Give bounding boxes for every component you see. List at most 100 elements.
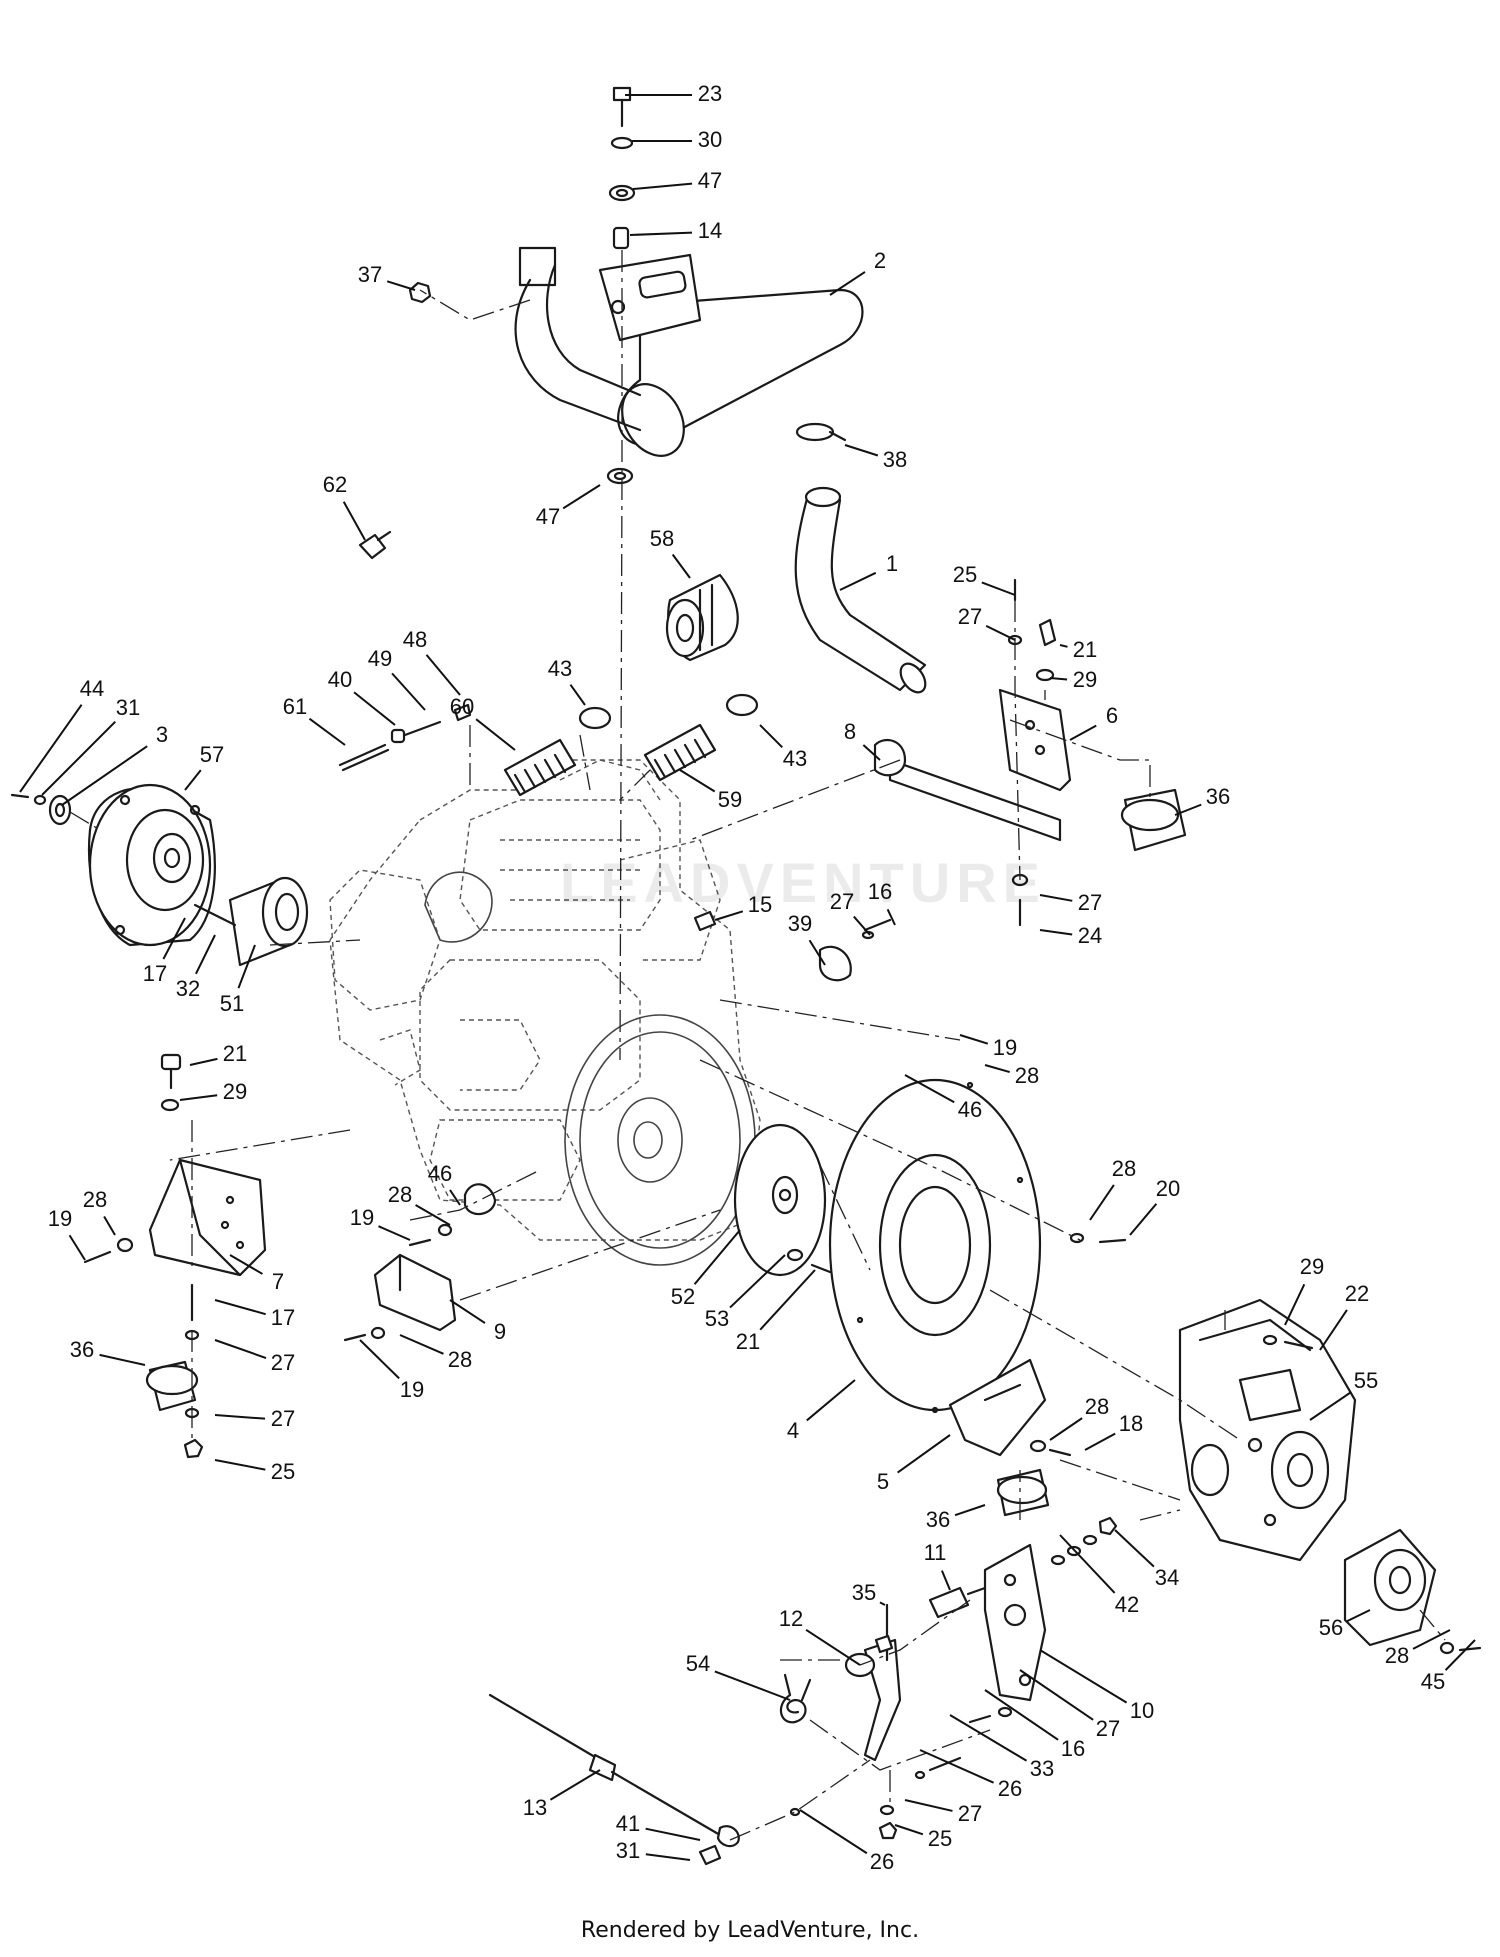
callout-36: 36	[70, 1337, 146, 1366]
callout-19: 19	[48, 1206, 86, 1261]
callout-37: 37	[358, 262, 416, 291]
drive-plate	[828, 1078, 1127, 1414]
leader-line	[904, 1799, 953, 1812]
leader-line	[632, 182, 693, 190]
hose-clip	[693, 910, 892, 982]
callout-36: 36	[1174, 784, 1230, 816]
callout-number: 59	[718, 787, 742, 812]
callout-number: 35	[852, 1580, 876, 1605]
callout-number: 47	[536, 504, 560, 529]
callout-number: 40	[328, 667, 352, 692]
leader-line	[959, 1034, 989, 1045]
leader-line	[189, 1057, 218, 1066]
leader-line	[162, 917, 186, 960]
callout-59: 59	[679, 769, 742, 812]
leader-line	[844, 444, 879, 457]
drive-pulley	[193, 876, 309, 967]
leader-line	[984, 1689, 1059, 1741]
leader-line	[549, 1769, 601, 1801]
callout-number: 51	[220, 991, 244, 1016]
callout-44: 44	[19, 676, 104, 793]
callout-number: 52	[671, 1284, 695, 1309]
callout-number: 29	[223, 1079, 247, 1104]
callout-number: 27	[958, 1801, 982, 1826]
leader-line	[671, 553, 691, 579]
callout-48: 48	[403, 627, 461, 696]
leader-line	[839, 571, 877, 591]
callout-10: 10	[1039, 1649, 1154, 1723]
engine-support-bracket	[343, 1183, 497, 1342]
callout-28: 28	[388, 1182, 451, 1226]
callout-32: 32	[176, 934, 216, 1001]
wire-harness	[338, 703, 472, 772]
callout-4: 4	[787, 1379, 856, 1443]
callout-27: 27	[214, 1406, 295, 1431]
callout-27: 27	[1019, 1669, 1120, 1741]
callout-number: 58	[650, 526, 674, 551]
leader-line	[799, 1809, 868, 1855]
callout-3: 3	[61, 722, 168, 806]
leader-line	[214, 1339, 267, 1359]
callout-number: 36	[70, 1337, 94, 1362]
callout-61: 61	[283, 694, 346, 746]
leader-line	[1069, 724, 1097, 741]
leader-line	[103, 1216, 116, 1236]
callout-number: 43	[548, 656, 572, 681]
leader-line	[475, 718, 516, 751]
callout-27: 27	[958, 604, 1016, 641]
callout-29: 29	[1049, 667, 1097, 692]
callout-28: 28	[399, 1334, 472, 1372]
callout-6: 6	[1069, 703, 1118, 741]
temperature-sensor	[358, 530, 392, 560]
leader-line	[229, 1254, 263, 1275]
leader-line	[308, 717, 346, 746]
leader-line	[897, 1434, 951, 1474]
leader-line	[68, 1234, 86, 1261]
leader-line	[449, 1299, 486, 1324]
callout-27: 27	[214, 1339, 295, 1375]
callout-23: 23	[625, 81, 722, 106]
callout-number: 26	[998, 1776, 1022, 1801]
callout-36: 36	[926, 1504, 986, 1532]
muffler-assembly	[514, 246, 864, 457]
leader-line	[759, 1269, 816, 1331]
callout-number: 25	[928, 1826, 952, 1851]
rear-mount-bracket	[948, 1358, 1072, 1457]
callout-40: 40	[328, 667, 396, 726]
callout-24: 24	[1039, 923, 1102, 948]
leader-line	[237, 944, 256, 989]
callout-number: 17	[143, 961, 167, 986]
callout-number: 27	[1096, 1716, 1120, 1741]
callout-number: 18	[1119, 1411, 1143, 1436]
callout-28: 28	[1385, 1629, 1451, 1668]
callout-19: 19	[350, 1205, 411, 1241]
callout-number: 30	[698, 127, 722, 152]
callout-number: 53	[705, 1306, 729, 1331]
callout-number: 27	[271, 1406, 295, 1431]
leader-line	[985, 625, 1016, 641]
callout-7: 7	[229, 1254, 284, 1294]
return-spring	[779, 1673, 812, 1724]
leader-line	[353, 691, 396, 726]
callout-53: 53	[705, 1254, 786, 1331]
callout-number: 54	[686, 1651, 710, 1676]
leader-line	[214, 1299, 266, 1316]
leader-line	[808, 939, 826, 966]
leader-line	[714, 1670, 791, 1701]
assembly-center-lines	[69, 250, 1446, 1841]
callout-number: 29	[1300, 1254, 1324, 1279]
callout-27: 27	[830, 889, 871, 936]
callout-25: 25	[894, 1824, 952, 1851]
callout-14: 14	[629, 218, 722, 243]
muffler-mount-hardware	[606, 86, 636, 485]
callout-9: 9	[449, 1299, 506, 1344]
callout-number: 27	[1078, 890, 1102, 915]
callout-number: 21	[223, 1041, 247, 1066]
callout-17: 17	[214, 1299, 295, 1330]
callout-number: 29	[1073, 667, 1097, 692]
callout-21: 21	[1059, 637, 1097, 662]
leader-line	[1309, 1391, 1352, 1421]
callout-1: 1	[839, 551, 898, 591]
leader-line	[179, 1094, 218, 1101]
